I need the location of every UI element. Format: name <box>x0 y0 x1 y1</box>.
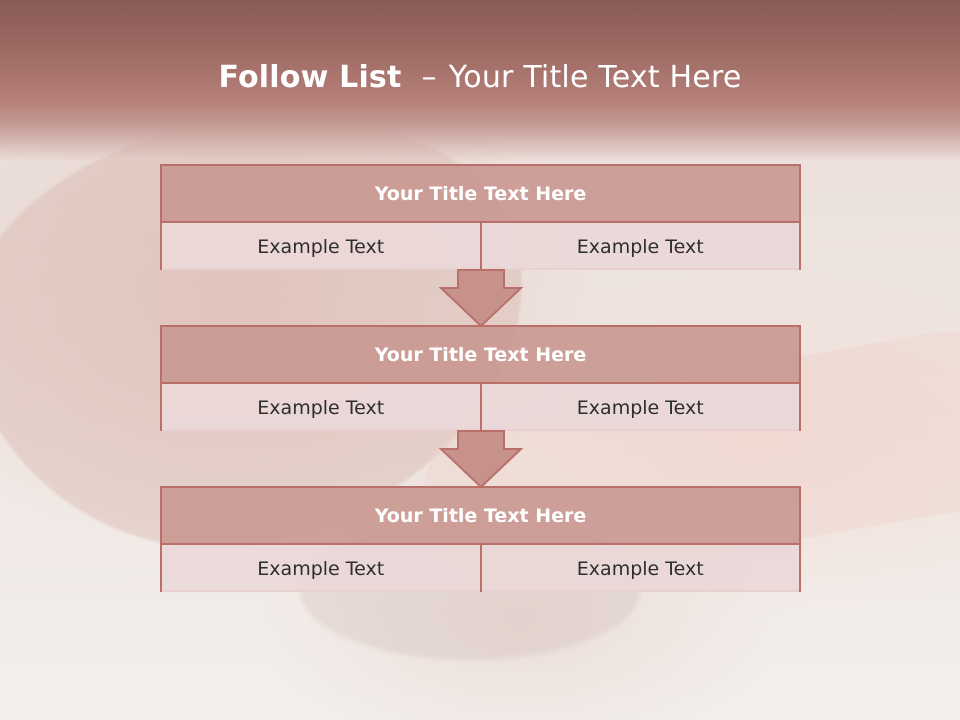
step-2-cell-right: Example Text <box>479 384 800 431</box>
step-1-cell-left: Example Text <box>257 235 385 258</box>
step-box-1: Your Title Text Here Example Text Exampl… <box>160 164 801 270</box>
step-title-2: Your Title Text Here <box>162 327 799 384</box>
down-arrow-2 <box>438 430 524 489</box>
step-title-3: Your Title Text Here <box>162 488 799 545</box>
slide-title-separator: – <box>421 59 437 95</box>
slide-title-strong: Follow List <box>218 59 402 95</box>
step-1-cell-right: Example Text <box>479 223 800 270</box>
title-band <box>0 0 960 160</box>
step-box-3: Your Title Text Here Example Text Exampl… <box>160 486 801 592</box>
down-arrow-1 <box>438 269 524 328</box>
step-row-3: Example Text Example Text <box>162 545 799 592</box>
step-box-2: Your Title Text Here Example Text Exampl… <box>160 325 801 431</box>
step-2-cell-left: Example Text <box>257 396 385 419</box>
step-row-2: Example Text Example Text <box>162 384 799 431</box>
step-row-1: Example Text Example Text <box>162 223 799 270</box>
slide-title-rest: Your Title Text Here <box>448 59 742 95</box>
step-title-1: Your Title Text Here <box>162 166 799 223</box>
step-3-cell-right: Example Text <box>479 545 800 592</box>
slide-title: Follow List – Your Title Text Here <box>0 55 960 99</box>
step-3-cell-left: Example Text <box>257 557 385 580</box>
